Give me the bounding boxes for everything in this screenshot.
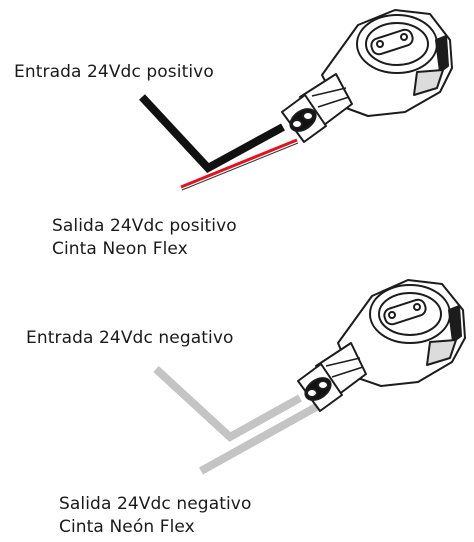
positive-input-wire xyxy=(139,94,285,174)
positive-splice-connector xyxy=(281,9,453,143)
positive-output-wire xyxy=(180,138,298,189)
positive-connection xyxy=(139,9,453,191)
negative-connection xyxy=(153,279,466,475)
positive-output-label-line2: Cinta Neon Flex xyxy=(52,239,188,259)
negative-output-label-line1: Salida 24Vdc negativo xyxy=(59,494,252,514)
negative-input-label: Entrada 24Vdc negativo xyxy=(26,328,234,348)
positive-output-label-line1: Salida 24Vdc positivo xyxy=(52,216,237,236)
negative-input-wire xyxy=(153,366,302,442)
negative-output-wire xyxy=(199,402,320,475)
positive-input-label: Entrada 24Vdc positivo xyxy=(14,62,214,82)
negative-splice-connector xyxy=(297,279,466,412)
negative-output-label-line2: Cinta Neón Flex xyxy=(59,517,195,537)
